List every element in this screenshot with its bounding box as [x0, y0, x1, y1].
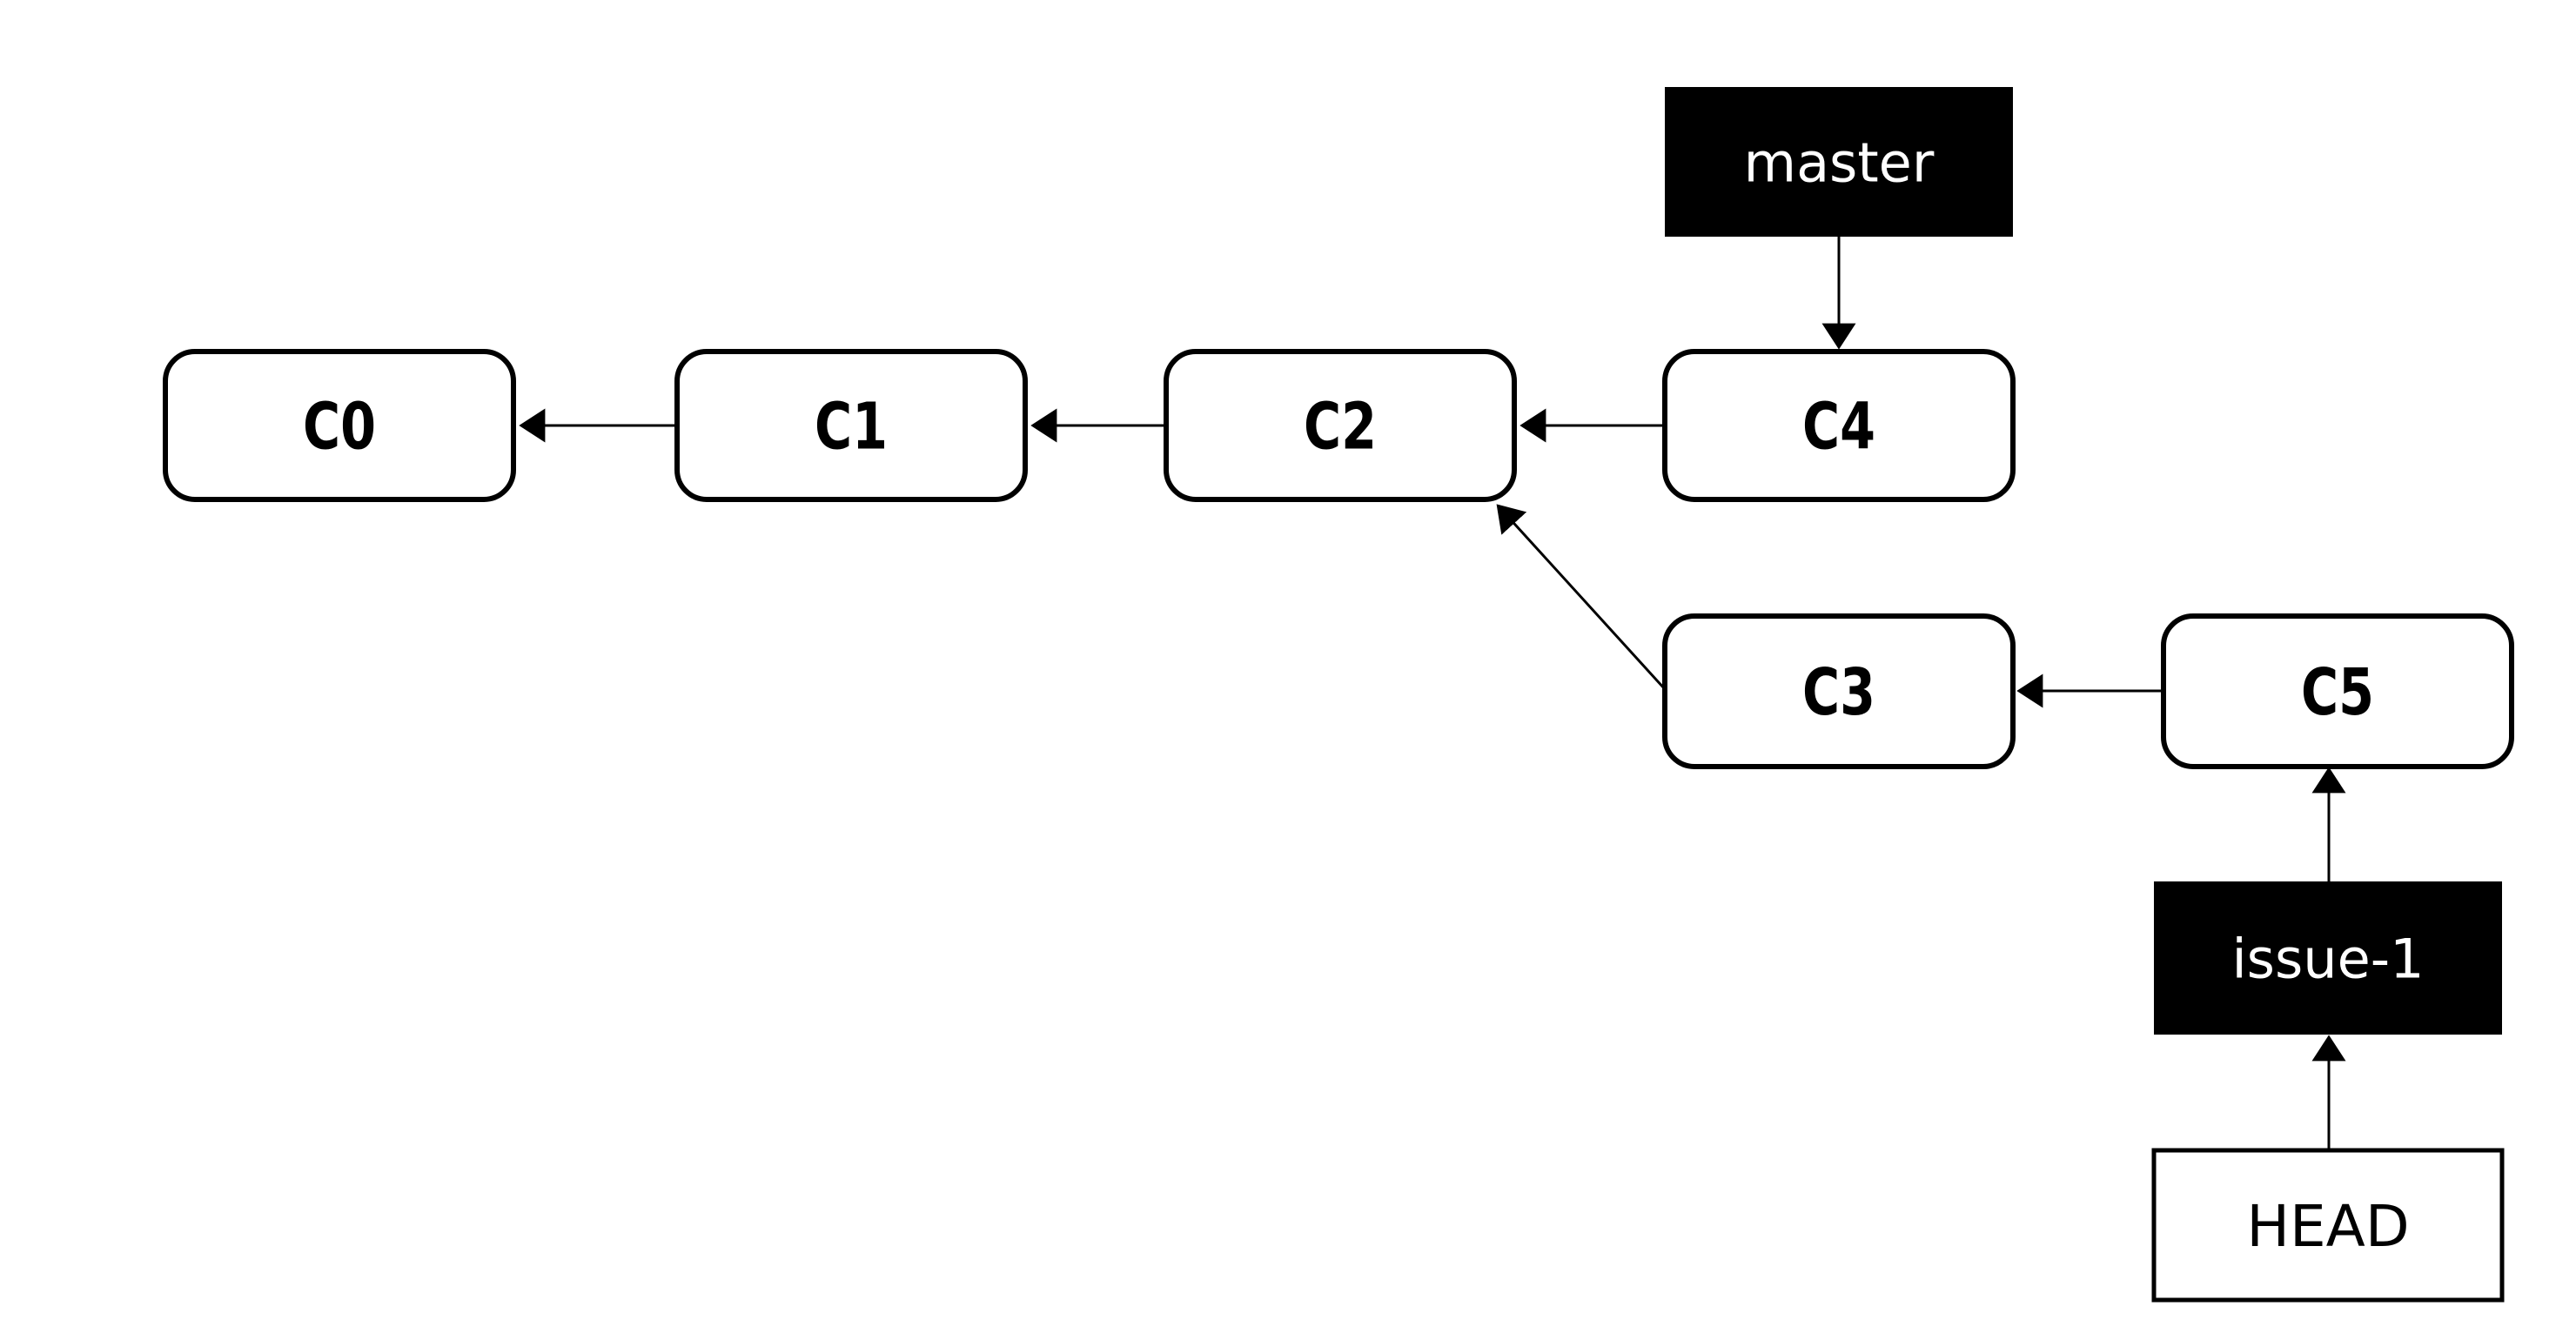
commit-label-c3: C3 [1802, 655, 1875, 730]
commit-box-c5 [2161, 613, 2514, 769]
commit-node-c2: C2 [1164, 349, 1517, 502]
commit-label-c4: C4 [1802, 390, 1875, 465]
branch-node-master: master [1665, 87, 2013, 237]
commit-node-c0: C0 [163, 349, 516, 502]
commit-label-c2: C2 [1304, 390, 1377, 465]
branch-label-issue-1: issue-1 [2231, 927, 2424, 990]
pointer-label-head: HEAD [2246, 1193, 2409, 1260]
branch-box-master [1665, 87, 2013, 237]
commit-label-c1: C1 [815, 390, 888, 465]
edge-c3-to-c2 [1496, 504, 1667, 691]
commit-label-c0: C0 [303, 390, 376, 465]
commit-box-c4 [1662, 349, 2016, 502]
branch-node-issue-1: issue-1 [2154, 881, 2502, 1035]
branch-box-issue-1 [2154, 881, 2502, 1035]
pointer-box-head [2151, 1148, 2505, 1303]
commit-box-c3 [1662, 613, 2016, 769]
edges-layer [519, 237, 2346, 1150]
commit-node-c1: C1 [674, 349, 1028, 502]
commit-label-c5: C5 [2301, 655, 2374, 730]
commit-box-c2 [1164, 349, 1517, 502]
commit-node-c5: C5 [2161, 613, 2514, 769]
commit-node-c4: C4 [1662, 349, 2016, 502]
commit-box-c0 [163, 349, 516, 502]
pointer-node-head: HEAD [2151, 1148, 2505, 1303]
commit-box-c1 [674, 349, 1028, 502]
branch-label-master: master [1744, 131, 1935, 194]
commit-node-c3: C3 [1662, 613, 2016, 769]
